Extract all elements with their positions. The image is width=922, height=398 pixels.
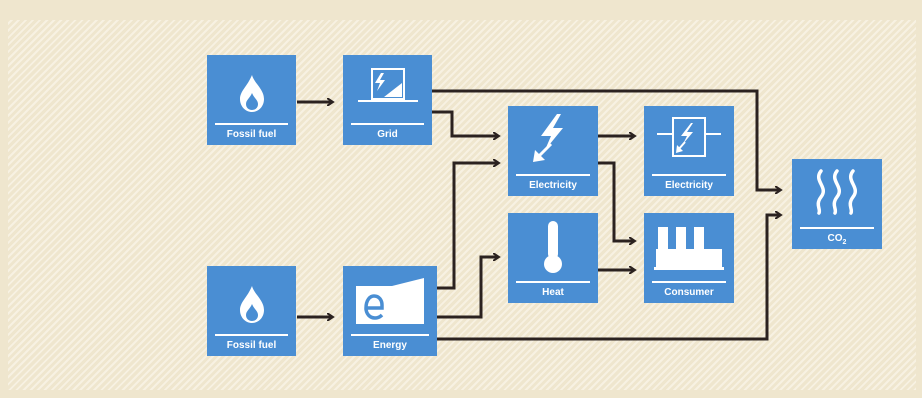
node-divider (516, 281, 590, 283)
flame-icon (207, 284, 296, 324)
lightning-bolt-icon (508, 112, 598, 164)
arrow-electricity-to-consumer (598, 161, 634, 241)
arrow-energy-to-co2 (437, 215, 780, 341)
flame-icon (207, 73, 296, 113)
heat-waves-icon (792, 167, 882, 217)
node-label: Electricity (665, 180, 713, 191)
node-divider (215, 123, 288, 125)
node-fossil-fuel-bottom: Fossil fuel (207, 266, 296, 356)
node-fossil-fuel-top: Fossil fuel (207, 55, 296, 145)
node-divider (516, 174, 590, 176)
arrow-grid-to-electricity (432, 110, 498, 136)
node-divider (351, 123, 424, 125)
node-co2: CO2 (792, 159, 882, 249)
node-divider (652, 281, 726, 283)
node-consumer: Consumer (644, 213, 734, 303)
node-heat: Heat (508, 213, 598, 303)
diagram-background (8, 20, 916, 390)
arrow-grid-to-co2 (432, 89, 780, 190)
grid-transformer-icon (343, 65, 432, 115)
node-label: Heat (542, 287, 564, 298)
arrow-energy-to-electricity (437, 163, 498, 290)
node-energy: Energy (343, 266, 437, 356)
node-electricity-right: Electricity (644, 106, 734, 196)
node-label: Grid (377, 129, 398, 140)
factory-icon (644, 223, 734, 273)
node-label: Energy (373, 340, 407, 351)
node-electricity-center: Electricity (508, 106, 598, 196)
node-label: Fossil fuel (226, 340, 277, 351)
node-divider (800, 227, 874, 229)
thermometer-icon (508, 219, 598, 275)
node-grid: Grid (343, 55, 432, 145)
power-plant-e-icon (343, 276, 437, 326)
node-label: Fossil fuel (226, 129, 277, 140)
node-label: Consumer (664, 287, 714, 298)
framed-lightning-icon (644, 114, 734, 164)
node-divider (351, 334, 429, 336)
node-divider (215, 334, 288, 336)
node-label: Electricity (529, 180, 577, 191)
node-divider (652, 174, 726, 176)
arrow-energy-to-heat (437, 257, 498, 319)
node-label: CO2 (827, 233, 847, 246)
